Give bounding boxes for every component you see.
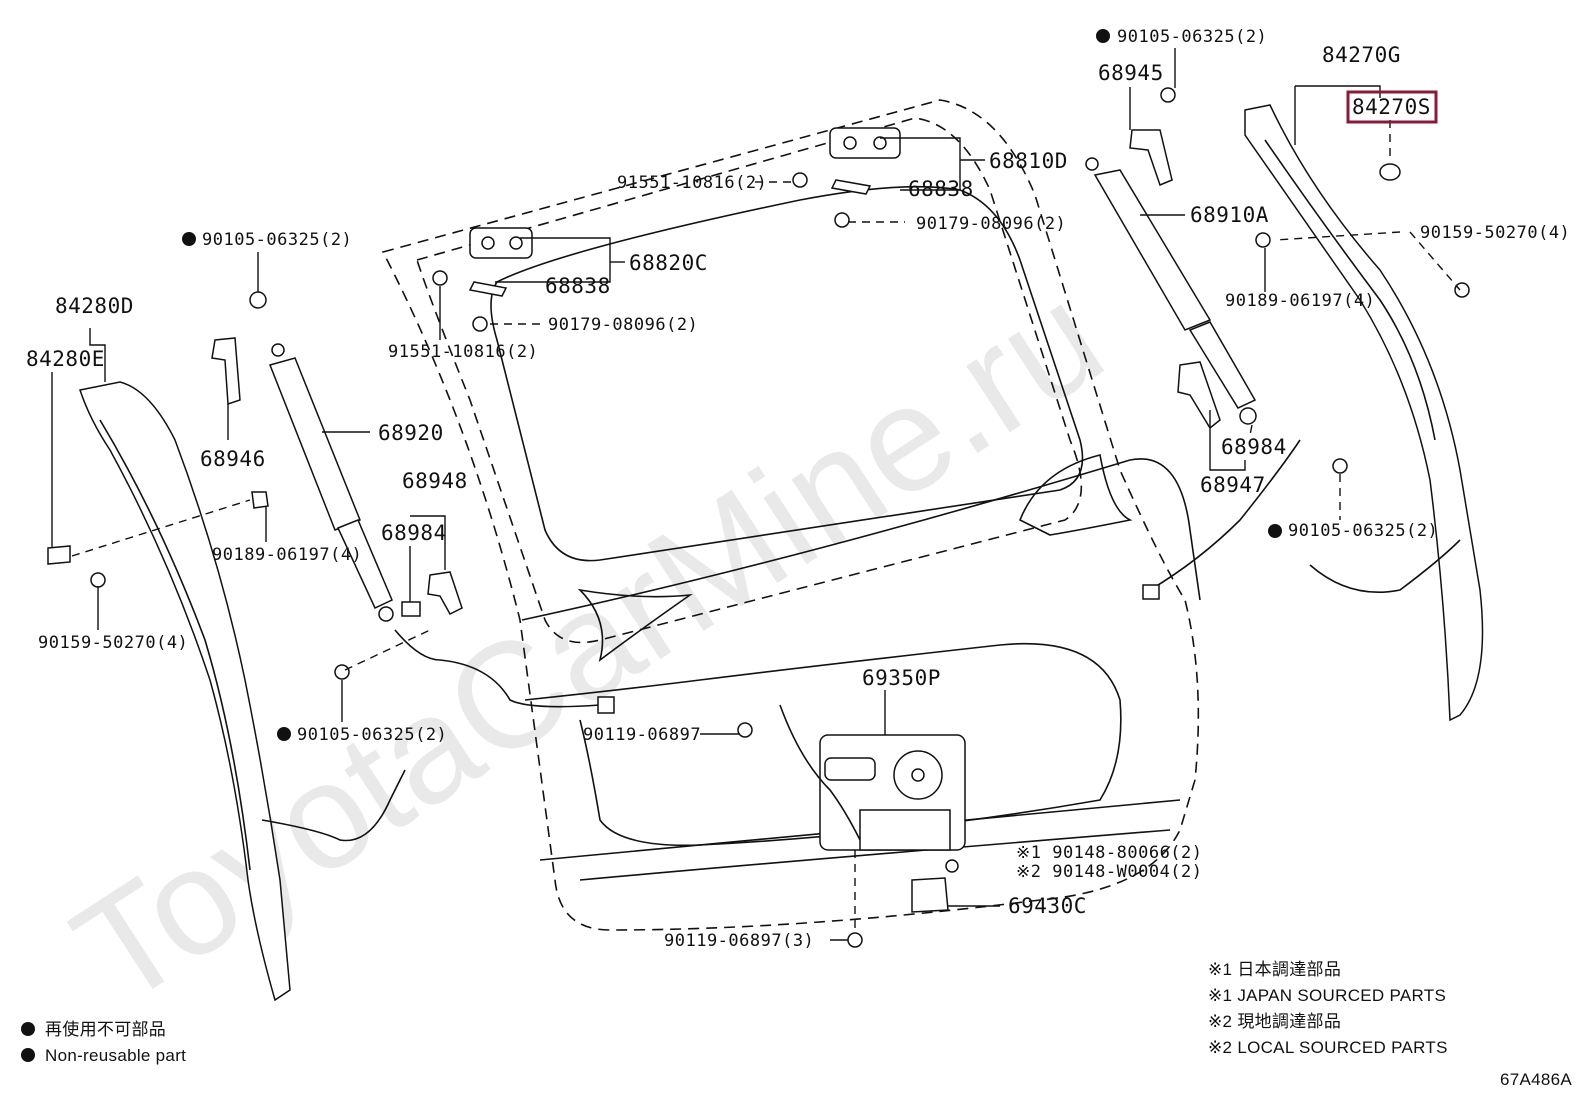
callout-68984-right: 68984 bbox=[1221, 435, 1287, 459]
bracket-68945 bbox=[1129, 87, 1176, 186]
callout-68838-mid: 68838 bbox=[545, 274, 611, 298]
diagram-code: 67A486A bbox=[1500, 1070, 1572, 1089]
stay-68910a bbox=[1085, 157, 1257, 425]
callout-68945: 68945 bbox=[1098, 61, 1164, 85]
callout-90179-top: 90179-08096(2) bbox=[916, 214, 1066, 234]
callout-68946: 68946 bbox=[200, 447, 266, 471]
leader-lines bbox=[51, 48, 1461, 941]
legend-note-4: ※2 LOCAL SOURCED PARTS bbox=[1208, 1038, 1448, 1057]
callout-69350p: 69350P bbox=[862, 666, 941, 690]
hinge-68820c bbox=[432, 227, 533, 332]
callout-90189-left: 90189-06197(4) bbox=[212, 545, 362, 565]
harness-center-left bbox=[334, 629, 615, 714]
callout-90119-bottom: 90119-06897(3) bbox=[664, 931, 814, 951]
legend-nonreusable-en: Non-reusable part bbox=[45, 1046, 186, 1065]
callout-90148-1: ※1 90148-80066(2) bbox=[1016, 843, 1203, 863]
harness-left bbox=[261, 769, 406, 842]
harness-right bbox=[1142, 439, 1461, 600]
bracket-68947 bbox=[1177, 361, 1221, 430]
callout-90105-right: 90105-06325(2) bbox=[1288, 521, 1438, 541]
legend-note-3: ※2 現地調達部品 bbox=[1208, 1012, 1341, 1031]
callout-84270g: 84270G bbox=[1322, 43, 1401, 67]
bracket-68946 bbox=[211, 291, 267, 406]
callout-68920: 68920 bbox=[378, 421, 444, 445]
callout-91551-top: 91551-10816(2) bbox=[617, 173, 767, 193]
callout-84280e: 84280E bbox=[26, 347, 105, 371]
callout-90105-leftup: 90105-06325(2) bbox=[202, 230, 352, 250]
callout-68810d: 68810D bbox=[989, 149, 1068, 173]
callout-90119-mid: 90119-06897 bbox=[583, 725, 701, 745]
callout-90159-right: 90159-50270(4) bbox=[1420, 223, 1570, 243]
cover-84270g bbox=[1244, 104, 1484, 722]
callout-84270s: 84270S bbox=[1352, 95, 1431, 119]
legend-note-2: ※1 JAPAN SOURCED PARTS bbox=[1208, 986, 1446, 1005]
callout-90189-right: 90189-06197(4) bbox=[1225, 291, 1375, 311]
callout-90105-top: 90105-06325(2) bbox=[1117, 27, 1267, 47]
legend-nonreusable-jp: 再使用不可部品 bbox=[45, 1019, 166, 1039]
legend-note-1: ※1 日本調達部品 bbox=[1208, 960, 1341, 979]
callout-84280d: 84280D bbox=[55, 294, 134, 318]
callout-90105-leftlow: 90105-06325(2) bbox=[297, 725, 447, 745]
closer-69350p bbox=[737, 704, 966, 948]
callout-68910a: 68910A bbox=[1190, 203, 1269, 227]
cover-84280d bbox=[47, 381, 291, 1002]
callout-68820c: 68820C bbox=[629, 251, 708, 275]
callout-68984-left: 68984 bbox=[381, 521, 447, 545]
stay-68920 bbox=[268, 343, 394, 622]
hinge-68810d bbox=[792, 127, 901, 228]
callout-90159-left: 90159-50270(4) bbox=[38, 633, 188, 653]
callout-68838-top: 68838 bbox=[908, 177, 974, 201]
bracket-68948 bbox=[401, 571, 463, 617]
callout-68947: 68947 bbox=[1200, 473, 1266, 497]
callout-90179-mid: 90179-08096(2) bbox=[548, 315, 698, 335]
callout-90148-2: ※2 90148-W0004(2) bbox=[1016, 862, 1203, 882]
callout-69430c: 69430C bbox=[1008, 894, 1087, 918]
callout-91551-mid: 91551-10816(2) bbox=[388, 342, 538, 362]
back-door-outline bbox=[381, 99, 1201, 931]
callout-68948: 68948 bbox=[402, 469, 468, 493]
highlight-84270s bbox=[1346, 90, 1438, 124]
nonreusable-markers bbox=[21, 29, 1282, 1062]
